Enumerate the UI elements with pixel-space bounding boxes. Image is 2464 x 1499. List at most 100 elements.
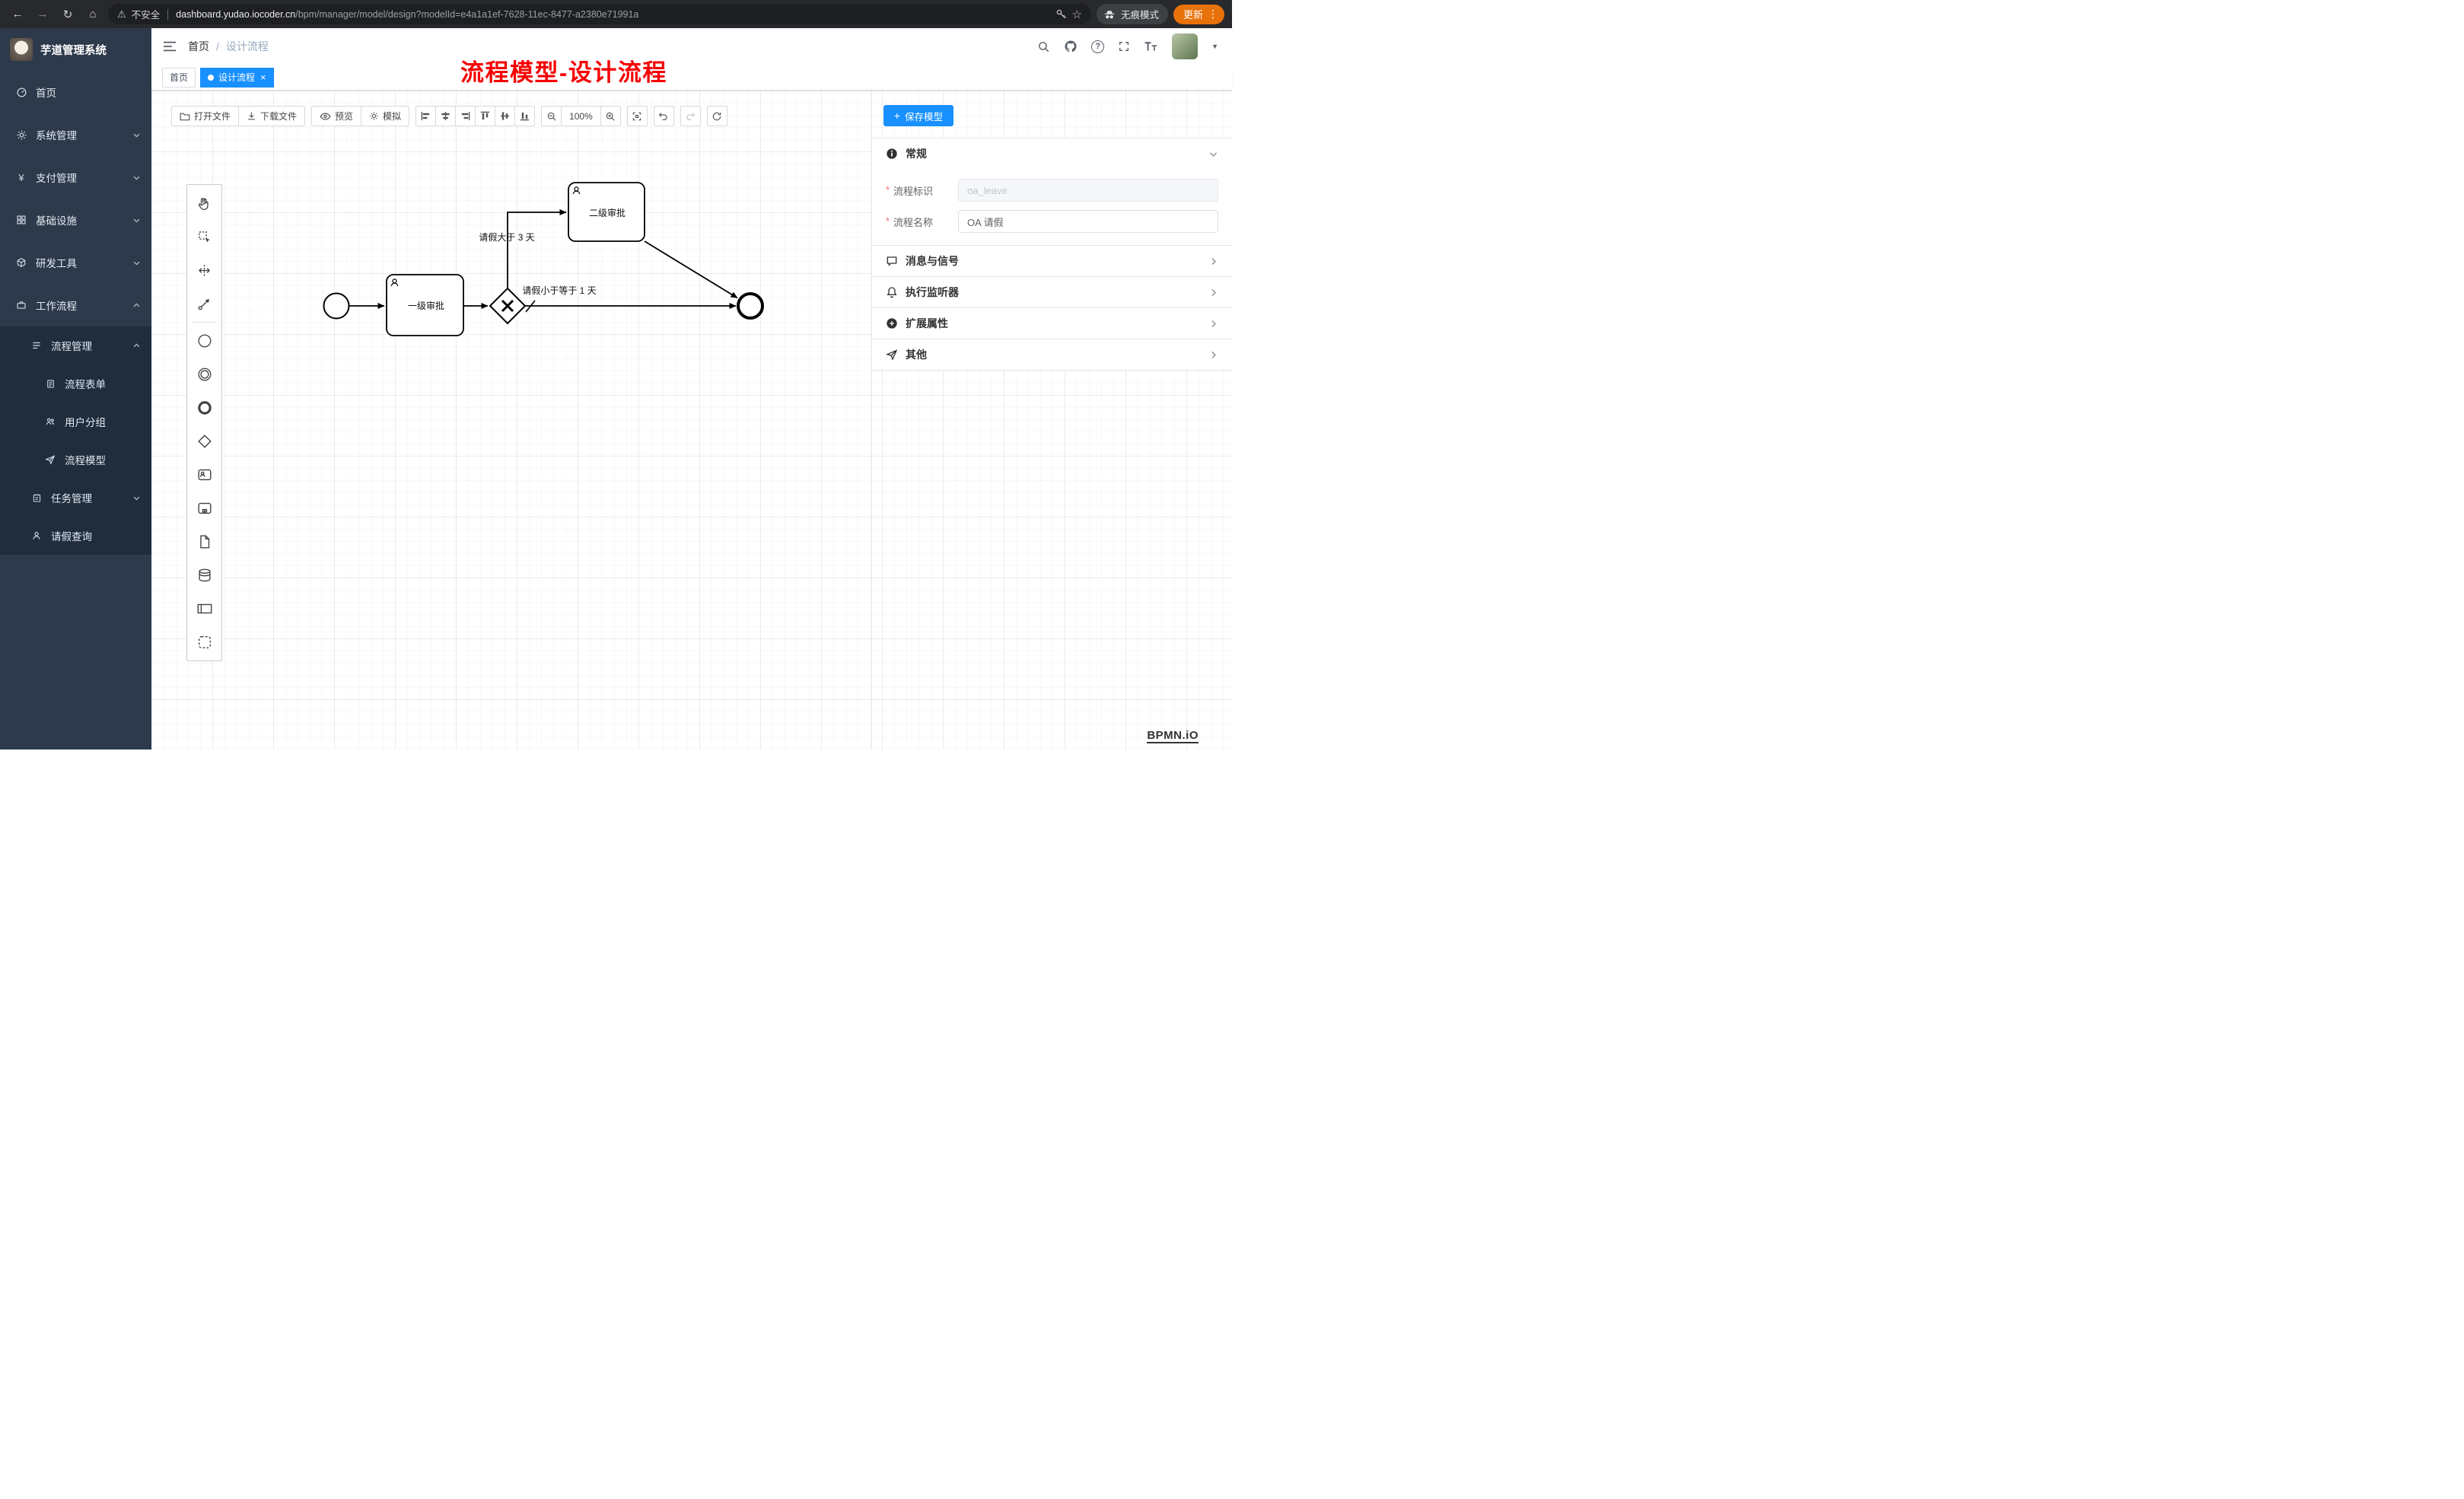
section-other: 其他 <box>872 339 1232 371</box>
section-title: 消息与信号 <box>906 255 959 267</box>
font-size-icon[interactable] <box>1144 40 1158 53</box>
section-extended-attrs-header[interactable]: 扩展属性 <box>872 308 1232 339</box>
tabs-bar: 首页 设计流程 × <box>151 65 1232 91</box>
create-user-task[interactable] <box>188 458 221 492</box>
section-general-header[interactable]: 常规 <box>872 138 1232 169</box>
sidebar-item-label: 流程表单 <box>65 379 106 390</box>
flow-label[interactable]: 请假大于 3 天 <box>479 232 534 243</box>
align-left-button[interactable] <box>415 106 437 126</box>
exclusive-gateway[interactable] <box>489 287 527 325</box>
browser-reload-icon[interactable]: ↻ <box>62 8 73 21</box>
zoom-in-button[interactable] <box>600 106 621 126</box>
section-messages-header[interactable]: 消息与信号 <box>872 246 1232 276</box>
sidebar-item-label: 流程模型 <box>65 455 106 466</box>
end-event-icon <box>197 401 212 415</box>
align-middle-button[interactable] <box>495 106 516 126</box>
align-center-button[interactable] <box>435 106 457 126</box>
align-bottom-button[interactable] <box>514 106 536 126</box>
simulate-button[interactable]: 模拟 <box>361 106 410 126</box>
search-icon[interactable] <box>1037 40 1050 53</box>
refresh-icon <box>713 112 721 120</box>
browser-back-icon[interactable]: ← <box>11 8 24 21</box>
subprocess-icon <box>198 502 211 514</box>
flow-label[interactable]: 请假小于等于 1 天 <box>522 285 596 296</box>
create-participant[interactable] <box>188 592 221 625</box>
url-bar[interactable]: ⚠ 不安全 dashboard.yudao.iocoder.cn/bpm/man… <box>108 4 1091 24</box>
bpmn-io-watermark[interactable]: BPMN.iO <box>1147 729 1199 743</box>
download-file-button[interactable]: 下载文件 <box>238 106 306 126</box>
sidebar-item-home[interactable]: 首页 <box>0 71 151 113</box>
undo-button[interactable] <box>653 106 674 126</box>
zoom-fit-button[interactable] <box>626 106 648 126</box>
help-icon[interactable]: ? <box>1091 40 1105 53</box>
avatar[interactable] <box>1172 33 1199 59</box>
redo-icon <box>686 112 696 120</box>
bpmn-canvas[interactable]: 一级审批 二级审批 请假大于 3 天 <box>151 91 871 747</box>
update-button[interactable]: 更新 ⋮ <box>1173 4 1224 24</box>
reset-button[interactable] <box>706 106 727 126</box>
bookmark-star-icon[interactable]: ☆ <box>1071 8 1082 21</box>
open-file-button[interactable]: 打开文件 <box>171 106 240 126</box>
menu-kebab-icon[interactable]: ⋮ <box>1208 8 1218 20</box>
space-tool[interactable] <box>188 253 221 287</box>
browser-home-icon[interactable]: ⌂ <box>89 8 97 21</box>
hand-tool[interactable] <box>188 186 221 220</box>
zoom-level-button[interactable]: 100% <box>561 106 601 126</box>
create-group[interactable] <box>188 625 221 659</box>
zoom-out-button[interactable] <box>541 106 562 126</box>
app-logo[interactable]: 芋道管理系统 <box>0 28 151 71</box>
create-intermediate-event[interactable] <box>188 358 221 391</box>
section-listeners-header[interactable]: 执行监听器 <box>872 277 1232 307</box>
chevron-down-icon[interactable]: ▼ <box>1211 43 1218 50</box>
sidebar-item-infrastructure[interactable]: 基础设施 <box>0 199 151 241</box>
sidebar-item-process-model[interactable]: 流程模型 <box>0 441 151 479</box>
create-data-store[interactable] <box>188 559 221 592</box>
create-exclusive-gateway[interactable] <box>188 425 221 458</box>
align-top-button[interactable] <box>475 106 496 126</box>
tab-design[interactable]: 设计流程 × <box>200 67 274 88</box>
align-right-button[interactable] <box>455 106 476 126</box>
process-name-input[interactable] <box>958 210 1218 233</box>
lasso-tool[interactable] <box>188 220 221 253</box>
sequence-flow[interactable] <box>349 209 738 309</box>
properties-panel: 常规 流程标识 流程名称 <box>871 91 1232 750</box>
fullscreen-icon[interactable] <box>1118 40 1130 53</box>
tab-home[interactable]: 首页 <box>162 67 196 88</box>
end-event[interactable] <box>737 292 764 320</box>
sidebar-toggle-icon[interactable] <box>151 40 188 53</box>
sidebar-item-system[interactable]: 系统管理 <box>0 113 151 156</box>
sidebar-item-user-group[interactable]: 用户分组 <box>0 403 151 441</box>
create-start-event[interactable] <box>188 324 221 358</box>
sidebar-item-devtools[interactable]: 研发工具 <box>0 241 151 284</box>
sidebar-item-task-management[interactable]: 任务管理 <box>0 479 151 517</box>
close-icon[interactable]: × <box>260 72 266 83</box>
process-key-input[interactable] <box>958 179 1218 202</box>
user-task-first-approval[interactable]: 一级审批 <box>386 274 464 336</box>
browser-forward-icon[interactable]: → <box>37 8 49 21</box>
global-connect-tool[interactable] <box>188 287 221 320</box>
hand-icon <box>198 197 209 210</box>
create-end-event[interactable] <box>188 391 221 425</box>
connect-icon <box>198 298 210 310</box>
group-icon <box>198 635 211 649</box>
sidebar-item-process-form[interactable]: 流程表单 <box>0 364 151 403</box>
warning-icon: ⚠ <box>117 8 126 20</box>
sidebar-item-process-management[interactable]: 流程管理 <box>0 326 151 364</box>
align-left-icon <box>421 111 430 121</box>
password-key-icon[interactable] <box>1055 8 1067 20</box>
sidebar-item-workflow[interactable]: 工作流程 <box>0 284 151 326</box>
save-model-button[interactable]: + 保存模型 <box>883 105 953 126</box>
sidebar-item-label: 系统管理 <box>36 130 77 142</box>
user-task-second-approval[interactable]: 二级审批 <box>568 182 645 242</box>
sidebar-item-leave-query[interactable]: 请假查询 <box>0 517 151 555</box>
preview-button[interactable]: 预览 <box>311 106 362 126</box>
github-icon[interactable] <box>1064 40 1078 53</box>
breadcrumb-home[interactable]: 首页 <box>188 40 209 53</box>
section-other-header[interactable]: 其他 <box>872 339 1232 370</box>
redo-button[interactable] <box>680 106 701 126</box>
start-event[interactable] <box>323 292 350 320</box>
sidebar-item-payment[interactable]: ¥ 支付管理 <box>0 156 151 199</box>
create-data-object[interactable] <box>188 525 221 559</box>
create-subprocess[interactable] <box>188 492 221 525</box>
security-label[interactable]: 不安全 <box>131 10 161 21</box>
